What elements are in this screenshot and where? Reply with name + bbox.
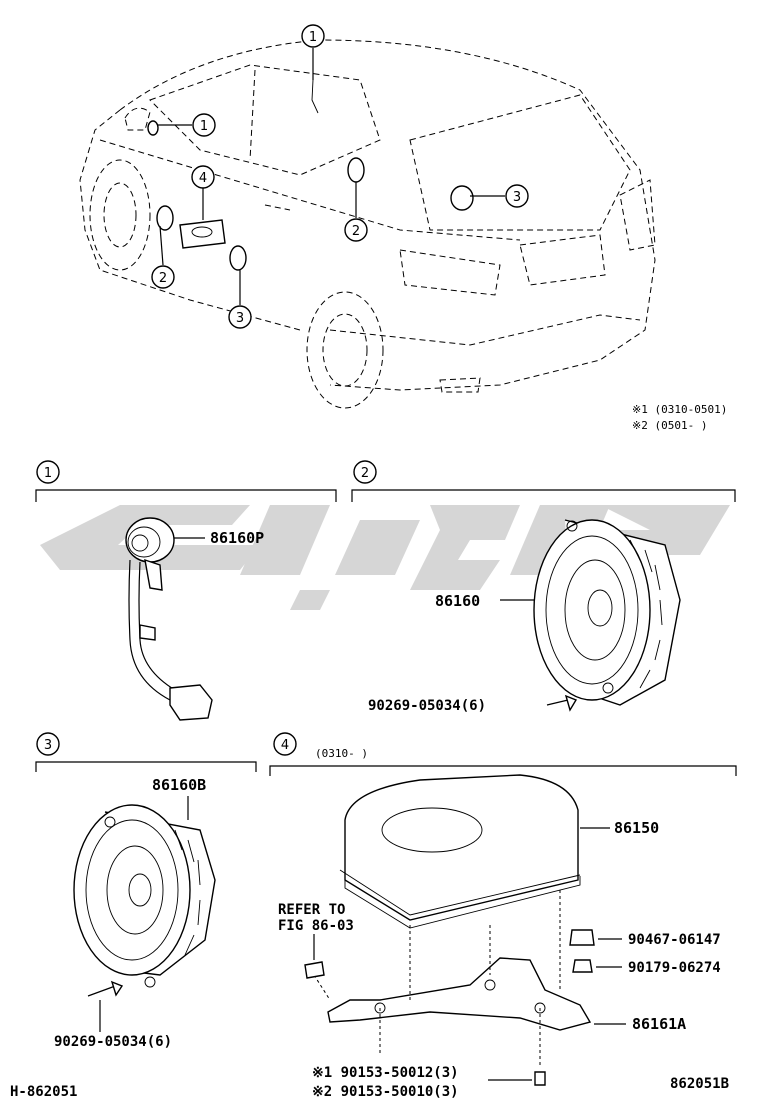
tweeter-86160P-drawing xyxy=(125,517,213,721)
section-2: 2 86160 90269-05034(6) xyxy=(351,460,736,714)
svg-text:4: 4 xyxy=(281,738,289,753)
note-2: ※2 (0501- ) xyxy=(632,419,707,432)
speaker-rear-quarter-icon xyxy=(450,185,474,211)
part-86150-label: 86150 xyxy=(614,819,659,837)
section-4-range: (0310- ) xyxy=(315,747,368,760)
callout-1-side: 1 xyxy=(192,113,216,137)
nut-90179-icon xyxy=(572,959,593,973)
callout-3-top-right: 3 xyxy=(505,184,529,208)
svg-text:2: 2 xyxy=(352,224,360,239)
screw-90269-b-label: 90269-05034(6) xyxy=(54,1034,172,1050)
section-4: 4 (0310- ) 86150 REFER TO FIG 86-03 xyxy=(269,732,737,1100)
part-86160P-label: 86160P xyxy=(210,529,264,547)
footer-figure-id-right: 862051B xyxy=(670,1076,729,1092)
note-1: ※1 (0310-0501) xyxy=(632,403,727,416)
svg-text:4: 4 xyxy=(199,171,207,186)
nut-refer-icon xyxy=(304,961,325,979)
svg-text:2: 2 xyxy=(361,466,369,481)
callout-4-top: 4 xyxy=(191,165,215,189)
svg-text:3: 3 xyxy=(513,190,521,205)
bolt-90153-2-label: ※2 90153-50010(3) xyxy=(312,1084,459,1100)
nut-90467-icon xyxy=(569,929,595,946)
callout-2-top-left: 2 xyxy=(151,265,175,289)
refer-label-line1: REFER TO xyxy=(278,902,345,918)
refer-label-line2: FIG 86-03 xyxy=(278,918,354,934)
part-86160-label: 86160 xyxy=(435,592,480,610)
vehicle-overview: 1 1 4 2 2 3 3 ※1 (0310-0501) ※2 (0501- ) xyxy=(79,24,727,432)
callout-3-top-left: 3 xyxy=(228,305,252,329)
svg-text:1: 1 xyxy=(309,30,317,45)
bolt-90153-1-label: ※1 90153-50012(3) xyxy=(312,1065,459,1081)
part-90467-label: 90467-06147 xyxy=(628,932,721,948)
bolt-90153-icon xyxy=(534,1071,546,1086)
subwoofer-box-icon xyxy=(179,219,226,249)
svg-text:2: 2 xyxy=(159,271,167,286)
speaker-86160-drawing xyxy=(533,519,681,712)
svg-text:1: 1 xyxy=(200,119,208,134)
footer-figure-id-left: H-862051 xyxy=(10,1084,77,1100)
screw-90269-a-label: 90269-05034(6) xyxy=(368,698,486,714)
svg-text:3: 3 xyxy=(44,738,52,753)
part-90179-label: 90179-06274 xyxy=(628,960,721,976)
tweeter-icon xyxy=(147,120,159,136)
svg-text:3: 3 xyxy=(236,311,244,326)
speaker-front-door-icon xyxy=(156,205,174,231)
speaker-rear-door-upper-icon xyxy=(347,157,365,183)
section-3: 3 86160B 90269-05034(6) xyxy=(35,732,257,1050)
part-86161A-label: 86161A xyxy=(632,1015,686,1033)
speaker-rear-door-icon xyxy=(229,245,247,271)
subwoofer-86150-drawing xyxy=(339,774,581,929)
svg-text:1: 1 xyxy=(44,466,52,481)
bracket-86161A-drawing xyxy=(327,957,592,1031)
section-1: 1 86160P xyxy=(35,460,337,721)
callout-2-top-right: 2 xyxy=(344,218,368,242)
speaker-86160B-drawing xyxy=(73,804,216,997)
part-86160B-label: 86160B xyxy=(152,776,206,794)
callout-1-top: 1 xyxy=(301,24,325,48)
